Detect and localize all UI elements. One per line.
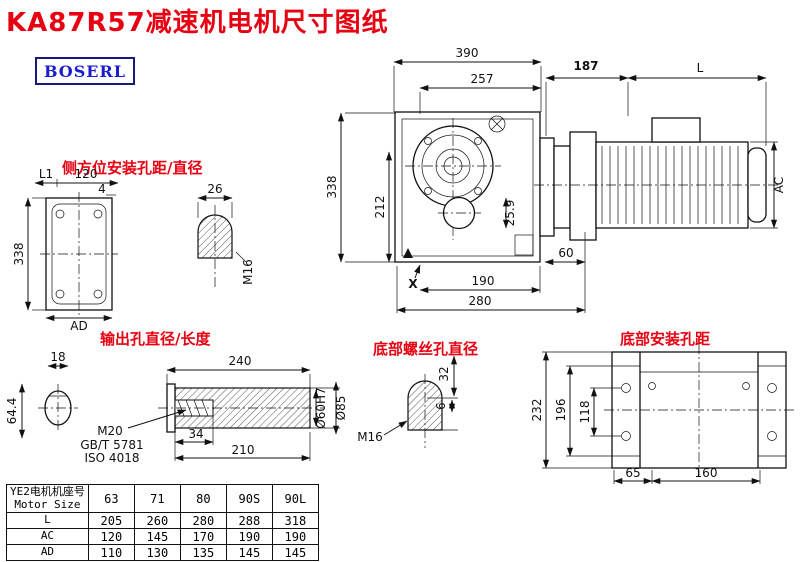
dim-X: X — [408, 277, 418, 291]
cell-AC-90S: 190 — [225, 528, 273, 545]
dim-d60: Ø60H7 — [314, 387, 328, 428]
dim-118: 118 — [578, 401, 592, 424]
dim-65: 65 — [625, 466, 640, 480]
brand-logo: BOSERL — [35, 57, 135, 85]
cell-AD-80: 135 — [179, 544, 227, 561]
dim-240: 240 — [229, 354, 252, 368]
label-output-hole: 输出孔直径/长度 — [100, 330, 211, 348]
dim-232: 232 — [530, 399, 544, 422]
dim-190: 190 — [472, 274, 495, 288]
label-bottom-screw: 底部螺丝孔直径 — [373, 340, 479, 358]
dim-257: 257 — [471, 72, 494, 86]
dim-L1: L1 — [39, 167, 53, 181]
col-71: 71 — [133, 484, 181, 513]
cell-AC-80: 170 — [179, 528, 227, 545]
dim-160: 160 — [695, 466, 718, 480]
table-header-row: YE2电机机座号 Motor Size 63 71 80 90S 90L — [6, 484, 319, 513]
dim-4: 4 — [98, 182, 106, 196]
dim-32: 32 — [437, 366, 451, 381]
bottom-screw-detail: 32 6 M16 — [357, 355, 458, 448]
bottom-mount-view: 232 196 118 65 160 — [530, 344, 794, 485]
dim-34: 34 — [188, 427, 203, 441]
dim-18: 18 — [50, 350, 65, 364]
page-title: KA87R57减速机电机尺寸图纸 — [6, 8, 389, 38]
header-motor-size-en: Motor Size — [14, 497, 81, 511]
dim-338-main: 338 — [325, 176, 339, 199]
cell-L-71: 260 — [133, 512, 181, 529]
cell-AC-90L: 190 — [271, 528, 319, 545]
dim-280: 280 — [469, 294, 492, 308]
dim-338-flange: 338 — [12, 243, 26, 266]
table-row-L: L 205 260 280 288 318 — [6, 512, 319, 529]
cell-AD-90L: 145 — [271, 544, 319, 561]
header-motor-size-cn: YE2电机机座号 — [10, 484, 85, 498]
header-motor-size: YE2电机机座号 Motor Size — [6, 484, 89, 513]
dim-M16-bottom: M16 — [357, 430, 383, 444]
table-row-AC: AC 120 145 170 190 190 — [6, 528, 319, 545]
main-assembly-outline — [394, 111, 778, 263]
dim-187: 187 — [573, 59, 598, 73]
cell-L-90S: 288 — [225, 512, 273, 529]
output-shaft-view: 18 64.4 240 M20 GB/T 5781 ISO 4018 34 — [5, 350, 348, 465]
cell-AD-63: 110 — [87, 544, 135, 561]
dim-d85: Ø85 — [334, 396, 348, 421]
dim-64-4: 64.4 — [5, 398, 19, 425]
motor-size-table: YE2电机机座号 Motor Size 63 71 80 90S 90L L 2… — [6, 484, 319, 561]
row-label-AD: AD — [6, 544, 89, 561]
cell-L-63: 205 — [87, 512, 135, 529]
label-side-mount: 侧方位安装孔距/直径 — [62, 159, 203, 177]
col-80: 80 — [179, 484, 227, 513]
dim-M16-side: M16 — [241, 259, 255, 285]
std-iso: ISO 4018 — [85, 451, 140, 465]
dim-120: 120 — [75, 167, 98, 181]
dim-60: 60 — [558, 246, 573, 260]
dim-AD: AD — [70, 319, 87, 333]
table-row-AD: AD 110 130 135 145 145 — [6, 544, 319, 561]
dim-390: 390 — [456, 46, 479, 60]
std-gb: GB/T 5781 — [80, 438, 143, 452]
cell-AD-71: 130 — [133, 544, 181, 561]
col-90S: 90S — [225, 484, 273, 513]
col-90L: 90L — [271, 484, 319, 513]
cell-AC-71: 145 — [133, 528, 181, 545]
thread-M20: M20 — [97, 424, 123, 438]
dim-26: 26 — [207, 182, 222, 196]
dim-AC: AC — [772, 177, 786, 193]
col-63: 63 — [87, 484, 135, 513]
cell-L-80: 280 — [179, 512, 227, 529]
dim-210: 210 — [232, 443, 255, 457]
dim-25-9: 25.9 — [503, 200, 517, 227]
row-label-AC: AC — [6, 528, 89, 545]
cell-AD-90S: 145 — [225, 544, 273, 561]
main-dimensions: 390 257 187 L 338 212 25.9 60 X — [325, 46, 786, 314]
cell-L-90L: 318 — [271, 512, 319, 529]
side-hole-detail: 26 M16 — [197, 182, 255, 288]
row-label-L: L — [6, 512, 89, 529]
dim-L: L — [697, 61, 704, 75]
label-bottom-mount: 底部安装孔距 — [620, 330, 711, 348]
dim-6: 6 — [434, 402, 448, 410]
flange-view: L1 120 4 338 AD — [12, 167, 119, 333]
dim-212: 212 — [373, 196, 387, 219]
cell-AC-63: 120 — [87, 528, 135, 545]
dim-196: 196 — [554, 399, 568, 422]
